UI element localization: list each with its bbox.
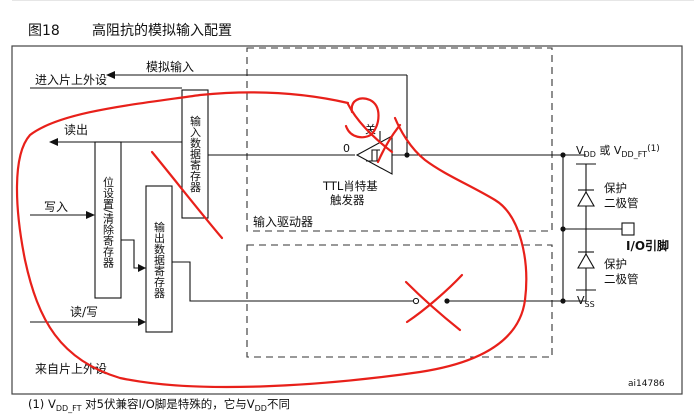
input-driver-label: 输入驱动器 bbox=[253, 214, 313, 229]
output-data-register-label: 输出数据寄存器 bbox=[153, 220, 166, 299]
read-write-label: 读/写 bbox=[70, 305, 98, 319]
odr-to-driver-wire bbox=[172, 261, 413, 302]
schmitt-hysteresis-icon bbox=[366, 149, 380, 162]
schmitt-label-line2: 触发器 bbox=[330, 193, 365, 207]
analog-arrow bbox=[106, 71, 115, 79]
schmitt-trigger bbox=[355, 135, 393, 175]
upper-diode-label: 二极管 bbox=[604, 196, 639, 210]
output-data-register bbox=[145, 185, 173, 333]
input-driver-region bbox=[246, 47, 553, 232]
lower-protect-diode bbox=[577, 252, 595, 269]
read-arrow bbox=[49, 138, 58, 146]
write-label: 写入 bbox=[44, 200, 68, 214]
input-data-register-label: 输入数据寄存器 bbox=[189, 114, 202, 193]
io-pin-pad bbox=[621, 222, 635, 236]
figure-title: 高阻抗的模拟输入配置 bbox=[92, 22, 232, 39]
lower-protect-label: 保护 bbox=[604, 257, 627, 271]
upper-protect-label: 保护 bbox=[604, 181, 627, 195]
vdd-label: VDD 或 VDD_FT(1) bbox=[576, 144, 660, 159]
bit-set-clear-register-label: 位设置/清除寄存器 bbox=[102, 175, 115, 269]
to-peripheral-label: 进入片上外设 bbox=[35, 73, 107, 87]
analog-input-label: 模拟输入 bbox=[146, 59, 194, 74]
output-switch-left bbox=[412, 297, 420, 305]
analog-junction bbox=[404, 152, 410, 158]
input-data-register bbox=[181, 89, 209, 219]
bsr-to-odr-wire bbox=[121, 239, 146, 269]
vss-label: VSS bbox=[577, 294, 595, 309]
figure-frame bbox=[11, 45, 683, 395]
io-pin-label: I/O引脚 bbox=[626, 238, 669, 253]
schmitt-off-label: 关 bbox=[365, 122, 376, 136]
read-label: 读出 bbox=[64, 123, 88, 137]
lower-diode-label: 二极管 bbox=[604, 272, 639, 286]
footnote: (1) VDD_FT 对5伏兼容I/O脚是特殊的，它与VDD不同 bbox=[28, 397, 290, 413]
red-annotation-stroke2 bbox=[376, 123, 402, 164]
figure-code: ai14786 bbox=[628, 379, 665, 389]
bsr-to-odr-arrow bbox=[138, 264, 146, 272]
upper-protect-diode bbox=[577, 190, 595, 207]
figure-number: 图18 bbox=[28, 23, 60, 39]
red-annotation-x1 bbox=[404, 280, 462, 332]
red-annotation-circle bbox=[344, 97, 380, 139]
red-annotation-stroke3 bbox=[150, 150, 224, 240]
red-annotation-x2 bbox=[405, 273, 464, 324]
schmitt-label-line1: TTL肖特基 bbox=[322, 179, 378, 193]
bit-set-clear-register bbox=[94, 141, 122, 299]
write-arrow bbox=[86, 211, 95, 219]
red-annotation-loop bbox=[15, 91, 528, 389]
read-write-arrow bbox=[138, 318, 146, 326]
schmitt-zero: 0 bbox=[343, 142, 350, 155]
